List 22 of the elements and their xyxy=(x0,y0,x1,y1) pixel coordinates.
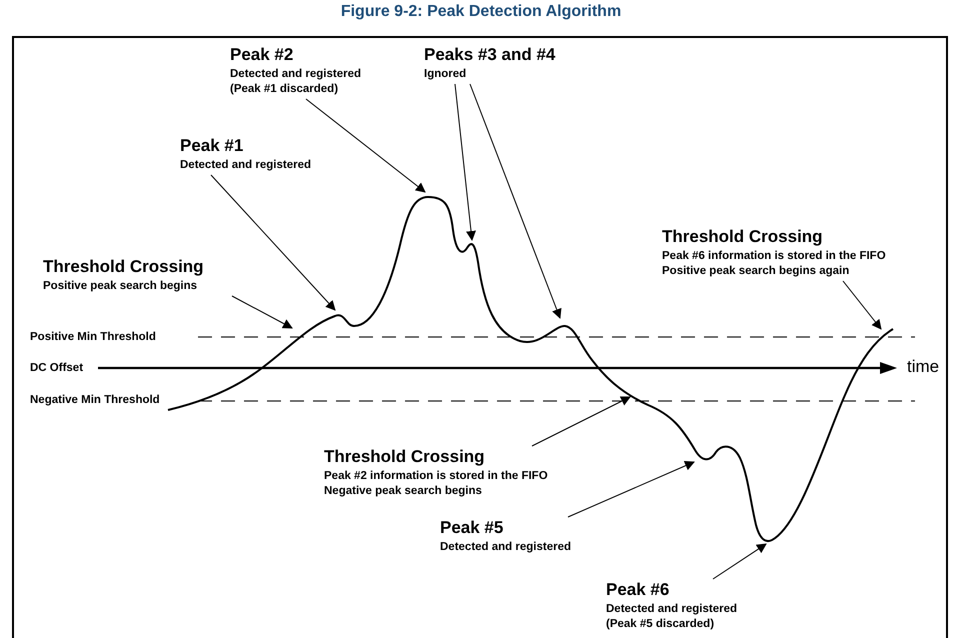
level-label: DC Offset xyxy=(30,361,84,375)
annotation-text: Peak #1 Detected and registered xyxy=(180,135,312,173)
annotation-text: Peaks #3 and #4 Ignored xyxy=(424,44,556,82)
annotation-text: Peak #6 Detected and registered (Peak #5 discarded) xyxy=(606,579,738,632)
leader-arrow xyxy=(568,461,695,518)
annotation-text: Threshold Crossing Positive peak search begins xyxy=(43,256,204,294)
level-label: Positive Min Threshold xyxy=(30,330,156,344)
level-label: Negative Min Threshold xyxy=(30,393,160,407)
annotation-text: Peak #5 Detected and registered xyxy=(440,517,572,555)
annotation-text: Peak #2 Detected and registered (Peak #1 discarded) xyxy=(230,44,362,97)
leader-arrow xyxy=(532,396,631,446)
axis-label: time xyxy=(907,357,940,377)
leader-arrow xyxy=(232,296,293,328)
leader-arrow xyxy=(712,543,767,580)
leader-arrow xyxy=(306,98,426,193)
figure-title: Figure 9-2: Peak Detection Algorithm xyxy=(340,3,622,21)
leader-arrow xyxy=(210,174,336,311)
leader-arrow xyxy=(842,280,882,330)
leader-arrow xyxy=(454,84,476,241)
leader-arrow xyxy=(470,84,562,319)
annotation-text: Threshold Crossing Peak #2 information is stored in the FIFO Negative peak search begins xyxy=(324,446,548,499)
annotation-text: Threshold Crossing Peak #6 information is stored in the FIFO Positive peak search begins again xyxy=(662,226,886,279)
